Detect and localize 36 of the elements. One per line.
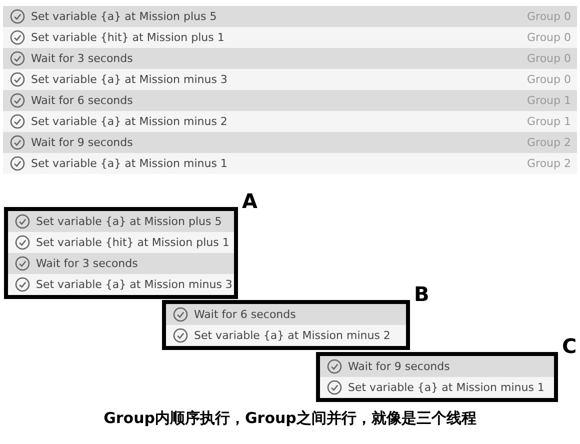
task-text: Wait for 6 seconds (194, 308, 296, 321)
task-text: Set variable {a} at Mission plus 5 (36, 215, 222, 228)
group-letter: A (242, 189, 258, 213)
task-row (8, 253, 234, 274)
group-label: Group 0 (527, 31, 571, 44)
group-letter: B (414, 282, 430, 306)
group-letter: C (562, 334, 577, 358)
task-row (166, 325, 406, 346)
group-label: Group 2 (527, 157, 571, 170)
task-text: Wait for 9 seconds (31, 136, 133, 149)
group-label: Group 1 (527, 115, 571, 128)
task-text: Set variable {a} at Mission minus 3 (36, 278, 232, 291)
task-row (166, 304, 406, 325)
task-text: Set variable {a} at Mission minus 3 (31, 73, 228, 86)
group-label: Group 2 (527, 136, 571, 149)
task-text: Wait for 6 seconds (31, 94, 133, 107)
group-label: Group 1 (527, 94, 571, 107)
task-text: Set variable {a} at Mission plus 5 (31, 10, 217, 23)
task-row (320, 356, 554, 377)
group-label: Group 0 (527, 10, 571, 23)
task-text: Wait for 9 seconds (348, 360, 450, 373)
task-text: Wait for 3 seconds (36, 257, 138, 270)
task-text: Set variable {a} at Mission minus 1 (31, 157, 228, 170)
task-text: Set variable {a} at Mission minus 1 (348, 381, 544, 394)
task-text: Set variable {hit} at Mission plus 1 (36, 236, 230, 249)
task-text: Set variable {hit} at Mission plus 1 (31, 31, 224, 44)
task-row (320, 377, 554, 398)
group-label: Group 0 (527, 52, 571, 65)
task-row (8, 211, 234, 232)
task-text: Wait for 3 seconds (31, 52, 133, 65)
task-text: Set variable {a} at Mission minus 2 (194, 329, 390, 342)
group-label: Group 0 (527, 73, 571, 86)
task-row (8, 274, 234, 295)
task-text: Set variable {a} at Mission minus 2 (31, 115, 228, 128)
caption: Group内顺序执行，Group之间并行，就像是三个线程 (102, 409, 478, 428)
task-row (8, 232, 234, 253)
